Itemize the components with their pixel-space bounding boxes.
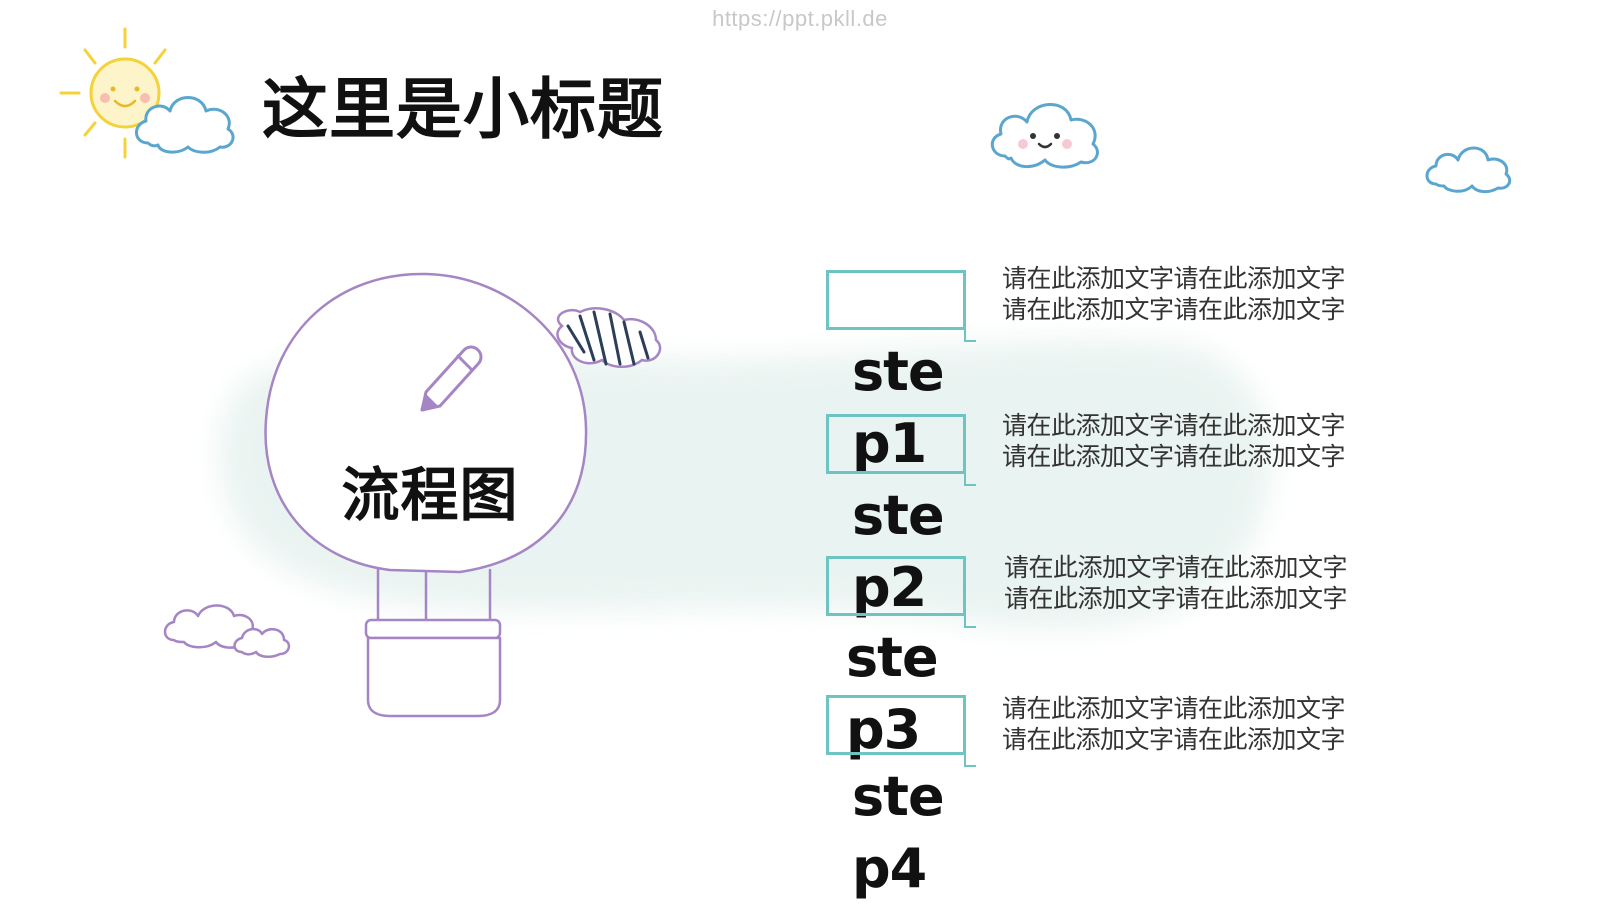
step-box xyxy=(826,695,966,755)
step-description: 请在此添加文字请在此添加文字 请在此添加文字请在此添加文字 xyxy=(1004,552,1394,614)
step-corner xyxy=(964,474,976,486)
step-box xyxy=(826,556,966,616)
hot-air-balloon-icon xyxy=(264,272,662,718)
step-description: 请在此添加文字请在此添加文字 请在此添加文字请在此添加文字 xyxy=(1002,263,1392,325)
step-description-text: 请在此添加文字请在此添加文字 请在此添加文字请在此添加文字 xyxy=(1004,553,1348,613)
step-box xyxy=(826,270,966,330)
cloud-icon xyxy=(163,604,291,658)
step-description-text: 请在此添加文字请在此添加文字 请在此添加文字请在此添加文字 xyxy=(1002,694,1346,754)
step-box xyxy=(826,414,966,474)
step-label: ste p4 xyxy=(852,689,1002,905)
step-corner xyxy=(964,616,976,628)
watermark-url: https://ppt.pkll.de xyxy=(712,6,888,31)
step-label-line: ste p1 xyxy=(852,340,945,475)
step-description-text: 请在此添加文字请在此添加文字 请在此添加文字请在此添加文字 xyxy=(1002,264,1346,324)
step-corner xyxy=(964,755,976,767)
step-description: 请在此添加文字请在此添加文字 请在此添加文字请在此添加文字 xyxy=(1002,693,1392,755)
step-label: ste p2 xyxy=(852,408,1002,624)
cloud-icon xyxy=(1425,146,1512,194)
step-label: ste p1 xyxy=(852,264,1002,480)
sun-icon xyxy=(59,27,167,159)
step-label-line: ste p3 xyxy=(846,626,939,761)
step-description: 请在此添加文字请在此添加文字 请在此添加文字请在此添加文字 xyxy=(1002,410,1392,472)
step-description-text: 请在此添加文字请在此添加文字 请在此添加文字请在此添加文字 xyxy=(1002,411,1346,471)
step-label: ste p3 xyxy=(846,550,996,766)
step-corner xyxy=(964,330,976,342)
step-label-line: ste p4 xyxy=(852,765,945,900)
balloon-label: 流程图 xyxy=(341,461,519,529)
page-title: 这里是小标题 xyxy=(262,71,664,148)
pencil-icon xyxy=(420,345,483,412)
cloud-icon xyxy=(990,103,1099,169)
step-label-line: ste p2 xyxy=(852,484,945,619)
cloud-icon xyxy=(135,96,235,154)
